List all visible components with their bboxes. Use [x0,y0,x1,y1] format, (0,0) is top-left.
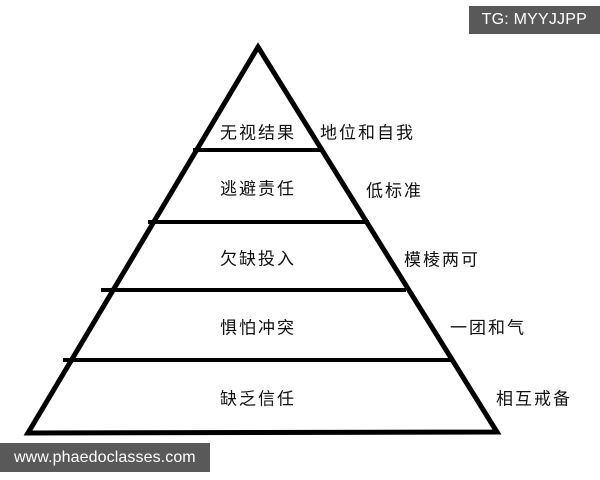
tier-2-inner-label: 逃避责任 [220,179,296,200]
pyramid-triangle [23,42,502,436]
tier-1-inner-label: 无视结果 [220,123,296,144]
watermark-badge: www.phaedoclasses.com [0,443,210,472]
tier-3-outer-label: 模棱两可 [404,250,480,271]
tier-3-inner-label: 欠缺投入 [220,249,296,270]
tier-4-inner-label: 惧怕冲突 [220,318,296,339]
tier-5-inner-label: 缺乏信任 [220,389,296,410]
tier-4-outer-label: 一团和气 [450,318,526,339]
tg-badge: TG: MYYJJPP [468,6,600,34]
tier-1-outer-label: 地位和自我 [320,123,415,144]
tier-5-outer-label: 相互戒备 [496,389,572,410]
tier-2-outer-label: 低标准 [366,181,423,202]
